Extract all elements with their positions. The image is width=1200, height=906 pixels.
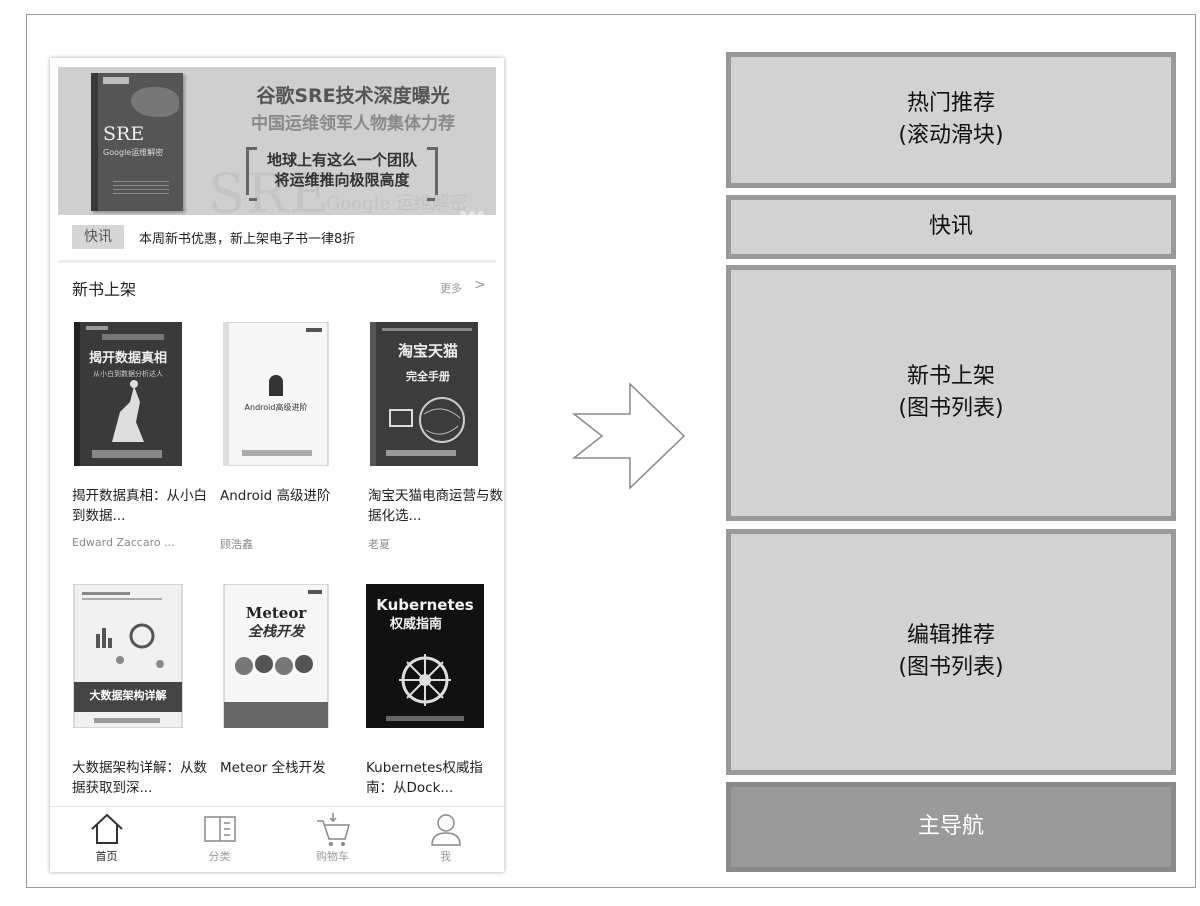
book-title: Android 高级进阶 <box>220 488 331 504</box>
svg-text:大数据架构详解: 大数据架构详解 <box>90 688 167 702</box>
tab-home[interactable]: 首页 <box>50 807 163 872</box>
banner-slogan: 地球上有这么一个团队 将运维推向极限高度 <box>246 147 438 201</box>
banner-title: 谷歌SRE技术深度曝光 <box>256 85 450 107</box>
wireframe-hot-recommend: 热门推荐 (滚动滑块) <box>726 52 1176 188</box>
chevron-right-icon[interactable]: > <box>474 277 486 293</box>
tab-category[interactable]: 分类 <box>163 807 276 872</box>
book-author: Edward Zaccaro ... <box>72 536 175 549</box>
svg-text:完全手册: 完全手册 <box>406 369 450 383</box>
book-title: Meteor 全栈开发 <box>220 760 326 776</box>
section-title: 新书上架 <box>72 280 137 299</box>
svg-text:淘宝天猫: 淘宝天猫 <box>397 342 458 360</box>
carousel-dots[interactable] <box>460 202 487 215</box>
banner-subtitle: 中国运维领军人物集体力荐 <box>251 114 455 134</box>
bird-illustration-icon <box>131 87 179 117</box>
book-cover: Kubernetes 权威指南 <box>366 584 484 728</box>
svg-text:Meteor: Meteor <box>246 604 308 622</box>
book-title: Kubernetes权威指南：从Dock... <box>366 760 483 796</box>
phone-screen: SRE Google 运维解密 SRE Google运维解密 谷歌SRE技术深度… <box>50 58 504 872</box>
wireframe-editor-recommend: 编辑推荐 (图书列表) <box>726 529 1176 775</box>
wireframe-new-books: 新书上架 (图书列表) <box>726 265 1176 521</box>
hot-banner[interactable]: SRE Google 运维解密 SRE Google运维解密 谷歌SRE技术深度… <box>58 67 496 215</box>
book-author: 老夏 <box>368 538 390 551</box>
banner-book-cover: SRE Google运维解密 <box>91 73 183 211</box>
wireframe-news: 快讯 <box>726 195 1176 259</box>
book-cover: 大数据架构详解 <box>73 584 183 728</box>
svg-text:Kubernetes: Kubernetes <box>376 596 474 614</box>
divider <box>58 260 496 263</box>
svg-text:从小白到数据分析达人: 从小白到数据分析达人 <box>93 369 163 378</box>
book-cover: Android高级进阶 <box>223 322 329 466</box>
book-title: 淘宝天猫电商运营与数据化选... <box>368 488 503 524</box>
user-icon <box>431 814 461 846</box>
wireframe-main-nav: 主导航 <box>726 782 1176 872</box>
arrow-right-icon <box>571 382 686 490</box>
news-tag: 快讯 <box>72 225 124 249</box>
more-link[interactable]: 更多 <box>440 282 462 295</box>
tab-cart[interactable]: 购物车 <box>276 807 389 872</box>
book-author: 顾浩鑫 <box>220 538 253 551</box>
book-title: 大数据架构详解：从数据获取到深... <box>72 760 207 796</box>
banner-watermark: SRE <box>208 162 332 215</box>
svg-text:揭开数据真相: 揭开数据真相 <box>89 350 167 366</box>
book-title: 揭开数据真相：从小白到数据... <box>72 488 207 524</box>
svg-text:Android高级进阶: Android高级进阶 <box>245 402 308 412</box>
book-cover: Meteor 全栈开发 <box>223 584 329 728</box>
tab-me[interactable]: 我 <box>389 807 502 872</box>
category-icon <box>204 816 236 842</box>
svg-text:权威指南: 权威指南 <box>389 616 442 632</box>
main-tab-bar: 首页 分类 购物车 我 <box>50 806 504 872</box>
book-cover: 淘宝天猫 完全手册 <box>370 322 478 466</box>
news-bar[interactable]: 快讯 本周新书优惠，新上架电子书一律8折 <box>58 220 496 256</box>
news-text: 本周新书优惠，新上架电子书一律8折 <box>139 232 356 247</box>
svg-text:全栈开发: 全栈开发 <box>248 623 306 640</box>
book-cover: 揭开数据真相 从小白到数据分析达人 <box>74 322 182 466</box>
home-icon <box>91 813 123 844</box>
cart-icon <box>317 813 350 846</box>
